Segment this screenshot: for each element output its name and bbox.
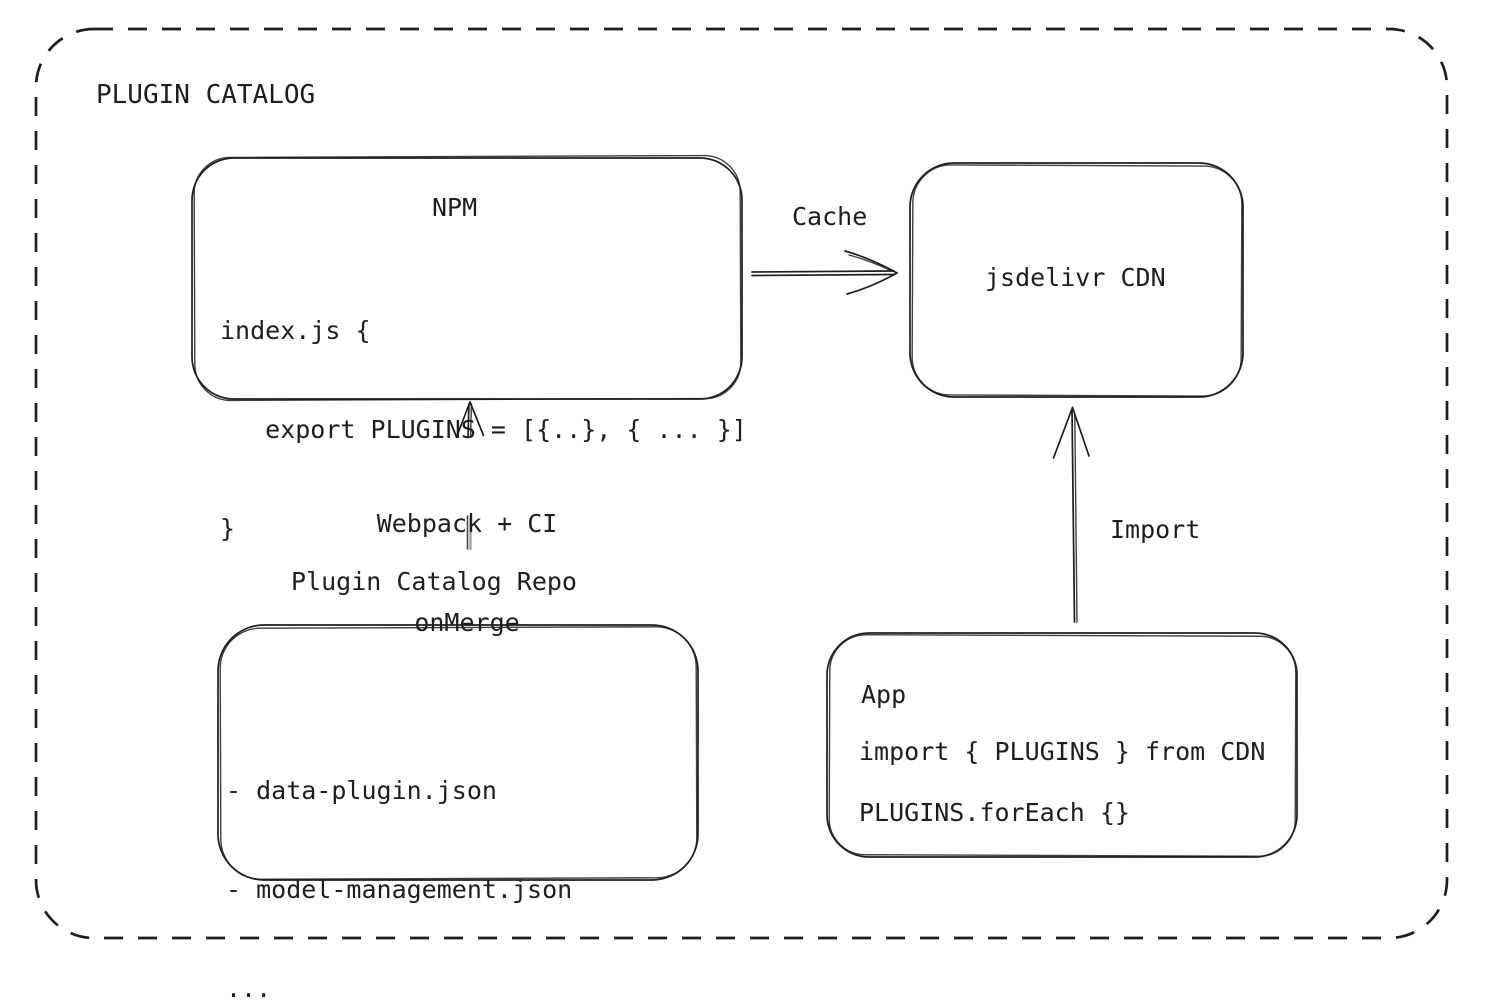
cache-arrow <box>751 250 898 295</box>
npm-code-line: index.js { <box>220 316 371 345</box>
app-box-outline <box>826 632 1298 858</box>
repo-file-item: - data-plugin.json <box>226 776 497 805</box>
repo-file-item: - model-management.json <box>226 875 573 904</box>
npm-node-title: NPM <box>432 193 478 222</box>
build-arrow <box>455 401 485 438</box>
repo-file-list: - data-plugin.json - model-management.js… <box>226 708 572 1002</box>
app-code-line: PLUGINS.forEach {} <box>859 798 1130 827</box>
catalog-boundary-outline <box>34 27 1449 940</box>
build-edge-label-line1: Webpack + CI <box>376 509 558 538</box>
cdn-box-outline <box>909 162 1244 398</box>
cache-edge-label: Cache <box>792 202 868 231</box>
cdn-node-label: jsdelivr CDN <box>985 263 1166 292</box>
import-arrow <box>1052 406 1090 623</box>
diagram-title: PLUGIN CATALOG <box>96 80 316 110</box>
repo-box-outline <box>217 624 699 881</box>
app-code-line: import { PLUGINS } from CDN <box>859 737 1266 766</box>
npm-code-line: } <box>220 514 236 543</box>
build-edge-label: Webpack + CI onMerge <box>372 441 562 705</box>
import-edge-label: Import <box>1110 515 1201 544</box>
repo-node-label: Plugin Catalog Repo <box>291 567 577 596</box>
build-edge-label-line2: onMerge <box>414 608 520 637</box>
repo-file-item: ... <box>226 974 272 1002</box>
npm-code-block: index.js { export PLUGINS = [{..}, { ...… <box>220 248 747 611</box>
app-node-title: App <box>861 680 907 709</box>
npm-code-line: export PLUGINS = [{..}, { ... }] <box>220 415 747 444</box>
npm-box-outline <box>191 154 743 402</box>
repo-connector-line <box>466 514 472 551</box>
